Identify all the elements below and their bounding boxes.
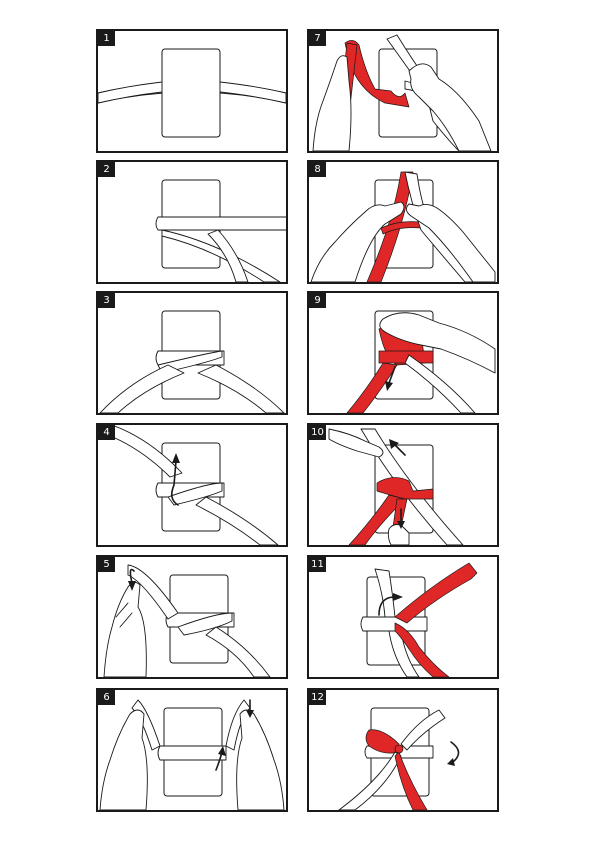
step-panel-10: 10 (307, 423, 499, 547)
step-panel-4: 4 (96, 423, 288, 547)
step-illustration (98, 690, 286, 810)
step-panel-7: 7 (307, 29, 499, 153)
step-illustration (309, 162, 497, 282)
step-number: 1 (98, 31, 115, 46)
step-panel-12: 12 (307, 688, 499, 812)
step-number: 5 (98, 557, 115, 572)
step-panel-8: 8 (307, 160, 499, 284)
step-number: 10 (309, 425, 326, 440)
step-illustration (98, 31, 286, 151)
step-number: 11 (309, 557, 326, 572)
step-illustration (309, 690, 497, 810)
step-number: 6 (98, 690, 115, 705)
step-number: 8 (309, 162, 326, 177)
step-panel-2: 2 (96, 160, 288, 284)
step-panel-11: 11 (307, 555, 499, 679)
step-illustration (309, 31, 497, 151)
step-illustration (98, 293, 286, 413)
step-illustration (309, 293, 497, 413)
step-number: 9 (309, 293, 326, 308)
step-number: 12 (309, 690, 326, 705)
step-illustration (309, 425, 497, 545)
step-illustration (309, 557, 497, 677)
step-number: 7 (309, 31, 326, 46)
step-panel-5: 5 (96, 555, 288, 679)
step-illustration (98, 162, 286, 282)
step-panel-6: 6 (96, 688, 288, 812)
step-number: 3 (98, 293, 115, 308)
step-panel-3: 3 (96, 291, 288, 415)
step-panel-9: 9 (307, 291, 499, 415)
step-illustration (98, 425, 286, 545)
step-number: 4 (98, 425, 115, 440)
step-number: 2 (98, 162, 115, 177)
step-illustration (98, 557, 286, 677)
step-panel-1: 1 (96, 29, 288, 153)
